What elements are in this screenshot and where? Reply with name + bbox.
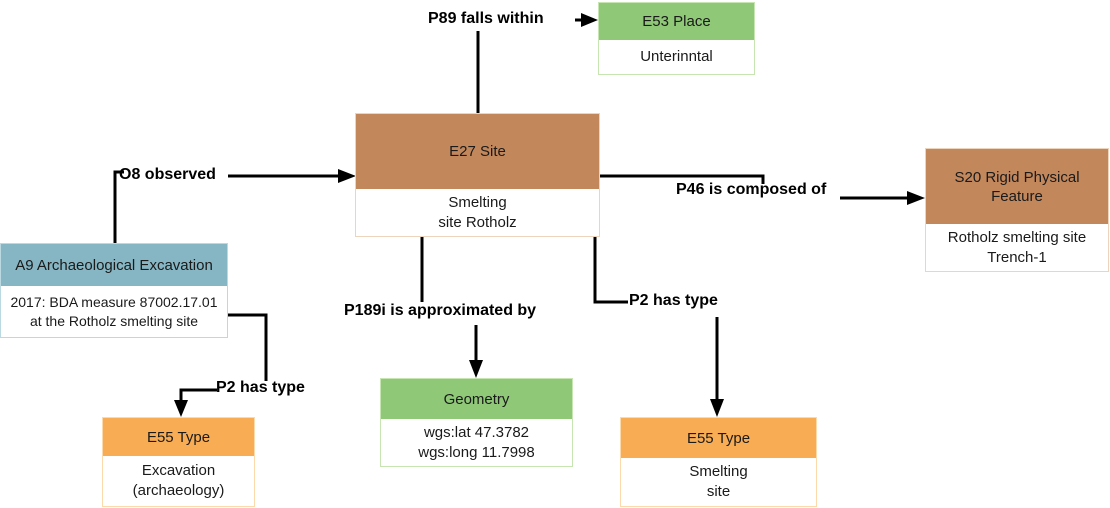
node-e55-type-excavation-body: Excavation (archaeology) bbox=[103, 456, 254, 506]
node-e55-type-smelting-body: Smelting site bbox=[621, 458, 816, 506]
node-s20-header: S20 Rigid Physical Feature bbox=[926, 149, 1108, 224]
edge-label-p89-falls-within: P89 falls within bbox=[428, 10, 544, 27]
node-e55-type-excavation-title: E55 Type bbox=[146, 428, 211, 446]
node-e53-place-title: E53 Place bbox=[642, 13, 711, 30]
node-geometry-header: Geometry bbox=[381, 379, 572, 419]
node-e55-type-smelting-value-line: site bbox=[706, 483, 731, 500]
node-a9-value-line: 2017: BDA measure 87002.17.01 bbox=[10, 293, 218, 310]
node-a9-archaeological-excavation: A9 Archaeological Excavation 2017: BDA m… bbox=[0, 243, 228, 338]
node-e55-type-excavation-header: E55 Type bbox=[103, 418, 254, 456]
node-geometry-body: wgs:lat 47.3782 wgs:long 11.7998 bbox=[381, 419, 572, 466]
node-e53-place-value: Unterinntal bbox=[640, 48, 713, 65]
edge-label-p2-has-type-right: P2 has type bbox=[629, 292, 718, 309]
node-e27-site: E27 Site Smelting site Rotholz bbox=[355, 113, 600, 237]
node-s20-title-line: S20 Rigid Physical bbox=[954, 168, 1080, 186]
node-s20-rigid-physical-feature: S20 Rigid Physical Feature Rotholz smelt… bbox=[925, 148, 1109, 272]
node-a9-value-line: at the Rotholz smelting site bbox=[29, 312, 199, 329]
node-e27-site-value-line: site Rotholz bbox=[438, 213, 517, 231]
edge-label-o8-observed: O8 observed bbox=[119, 166, 216, 183]
node-s20-body: Rotholz smelting site Trench-1 bbox=[926, 224, 1108, 271]
node-geometry: Geometry wgs:lat 47.3782 wgs:long 11.799… bbox=[380, 378, 573, 467]
node-e55-type-smelting-title: E55 Type bbox=[686, 429, 751, 447]
node-e53-place: E53 Place Unterinntal bbox=[598, 2, 755, 75]
edge-p189i-arrowhead bbox=[469, 360, 483, 378]
node-e53-place-body: Unterinntal bbox=[599, 40, 754, 74]
node-geometry-value-line: wgs:lat 47.3782 bbox=[423, 423, 530, 441]
node-e55-type-smelting: E55 Type Smelting site bbox=[620, 417, 817, 507]
edge-p89-arrowhead bbox=[581, 13, 598, 27]
node-s20-title-line: Feature bbox=[991, 187, 1043, 205]
node-e27-site-value-line: Smelting bbox=[448, 193, 507, 211]
node-s20-value-line: Trench-1 bbox=[987, 248, 1047, 266]
node-e27-site-header: E27 Site bbox=[356, 114, 599, 189]
edge-p2-left-line bbox=[228, 313, 268, 381]
node-e55-type-excavation-value-line: (archaeology) bbox=[132, 482, 225, 499]
node-a9-header: A9 Archaeological Excavation bbox=[1, 244, 227, 286]
edge-o8-arrowhead bbox=[338, 169, 356, 183]
edge-label-p189i-is-approximated-by: P189i is approximated by bbox=[344, 302, 537, 319]
node-geometry-value-line: wgs:long 11.7998 bbox=[418, 443, 535, 461]
node-e55-type-excavation: E55 Type Excavation (archaeology) bbox=[102, 417, 255, 507]
edge-label-p46-is-composed-of: P46 is composed of bbox=[676, 181, 827, 198]
node-a9-body: 2017: BDA measure 87002.17.01 at the Rot… bbox=[1, 286, 227, 337]
node-e55-type-excavation-value-line: Excavation bbox=[141, 462, 216, 479]
edge-p2-right-line bbox=[593, 237, 628, 304]
edge-p2-left-arrow-line bbox=[179, 388, 217, 401]
edge-p46-arrowhead bbox=[907, 191, 925, 205]
edge-p2-right-arrowhead bbox=[710, 399, 724, 417]
node-e55-type-smelting-header: E55 Type bbox=[621, 418, 816, 458]
node-geometry-title: Geometry bbox=[443, 390, 510, 408]
node-e27-site-title: E27 Site bbox=[449, 143, 506, 160]
node-e27-site-body: Smelting site Rotholz bbox=[356, 189, 599, 236]
node-e53-place-header: E53 Place bbox=[599, 3, 754, 40]
edge-p2-left-arrowhead bbox=[174, 400, 188, 417]
node-e55-type-smelting-value-line: Smelting bbox=[689, 463, 748, 480]
node-s20-value-line: Rotholz smelting site bbox=[947, 228, 1087, 246]
node-a9-title: A9 Archaeological Excavation bbox=[15, 256, 213, 274]
edge-label-p2-has-type-left: P2 has type bbox=[216, 379, 305, 396]
